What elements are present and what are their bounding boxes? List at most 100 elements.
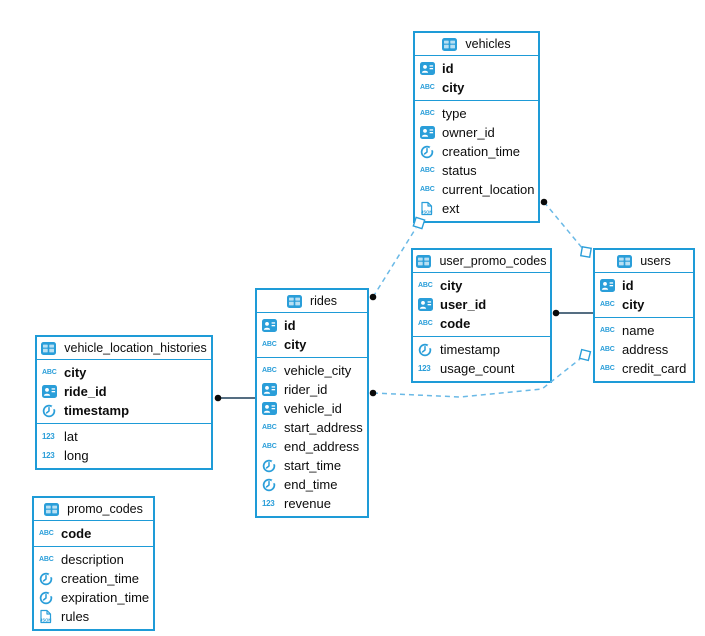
field-name: timestamp: [440, 342, 500, 357]
field-row-creation_time[interactable]: creation_time: [34, 569, 153, 588]
id-badge-icon: [420, 126, 438, 139]
field-row-end_address[interactable]: ABC end_address: [257, 437, 367, 456]
table-header[interactable]: users: [595, 250, 693, 273]
field-row-current_location[interactable]: ABC current_location: [415, 180, 538, 199]
field-row-timestamp[interactable]: timestamp: [37, 401, 211, 420]
clock-icon: [39, 572, 57, 586]
table-header[interactable]: vehicles: [415, 33, 538, 56]
field-name: user_id: [440, 297, 487, 312]
field-row-expiration_time[interactable]: expiration_time: [34, 588, 153, 607]
table-title: rides: [309, 294, 338, 308]
abc-icon: ABC: [420, 186, 435, 193]
json-icon: JSON: [420, 201, 438, 216]
json-icon: JSON: [39, 609, 57, 624]
relationship-rides-users[interactable]: [372, 358, 581, 398]
relationship-vehicles-users[interactable]: [543, 201, 584, 250]
field-name: current_location: [442, 182, 535, 197]
abc-icon: ABC: [600, 365, 615, 372]
relationship-rides-vehicles[interactable]: [372, 227, 417, 298]
id-badge-icon: [42, 385, 60, 398]
table-icon: [416, 254, 434, 268]
field-row-user_id[interactable]: user_id: [413, 295, 550, 314]
clock-icon: [39, 591, 57, 605]
field-row-id[interactable]: id: [415, 59, 538, 78]
id-badge-icon: [262, 383, 280, 396]
field-name: city: [440, 278, 463, 293]
svg-text:JSON: JSON: [421, 209, 432, 214]
field-row-end_time[interactable]: end_time: [257, 475, 367, 494]
table-title: promo_codes: [67, 502, 143, 516]
field-name: start_address: [284, 420, 363, 435]
id-badge-icon: [600, 279, 618, 292]
field-name: credit_card: [622, 361, 687, 376]
table-header[interactable]: vehicle_location_histories: [37, 337, 211, 360]
field-row-start_time[interactable]: start_time: [257, 456, 367, 475]
123-icon: 123: [262, 499, 275, 508]
field-row-rider_id[interactable]: rider_id: [257, 380, 367, 399]
field-name: code: [440, 316, 471, 331]
field-name: lat: [64, 429, 78, 444]
field-name: code: [61, 526, 92, 541]
id-badge-icon: [262, 402, 280, 415]
field-row-credit_card[interactable]: ABC credit_card: [595, 359, 693, 378]
table-header[interactable]: promo_codes: [34, 498, 153, 521]
field-name: id: [442, 61, 454, 76]
field-name: start_time: [284, 458, 342, 473]
field-row-rules[interactable]: JSON rules: [34, 607, 153, 626]
table-header[interactable]: user_promo_codes: [413, 250, 550, 273]
field-row-timestamp[interactable]: timestamp: [413, 340, 550, 359]
field-name: address: [622, 342, 669, 357]
field-row-id[interactable]: id: [257, 316, 367, 335]
field-name: rules: [61, 609, 90, 624]
field-name: end_address: [284, 439, 360, 454]
field-row-creation_time[interactable]: creation_time: [415, 142, 538, 161]
field-row-vehicle_id[interactable]: vehicle_id: [257, 399, 367, 418]
table-header[interactable]: rides: [257, 290, 367, 313]
field-row-id[interactable]: id: [595, 276, 693, 295]
abc-icon: ABC: [600, 301, 615, 308]
field-name: end_time: [284, 477, 338, 492]
field-row-ride_id[interactable]: ride_id: [37, 382, 211, 401]
field-name: long: [64, 448, 89, 463]
clock-icon: [262, 459, 280, 473]
clock-icon: [42, 404, 60, 418]
field-row-owner_id[interactable]: owner_id: [415, 123, 538, 142]
field-name: vehicle_id: [284, 401, 342, 416]
table-icon: [41, 341, 59, 355]
field-name: creation_time: [61, 571, 140, 586]
field-name: owner_id: [442, 125, 495, 140]
abc-icon: ABC: [262, 443, 277, 450]
abc-icon: ABC: [42, 369, 57, 376]
